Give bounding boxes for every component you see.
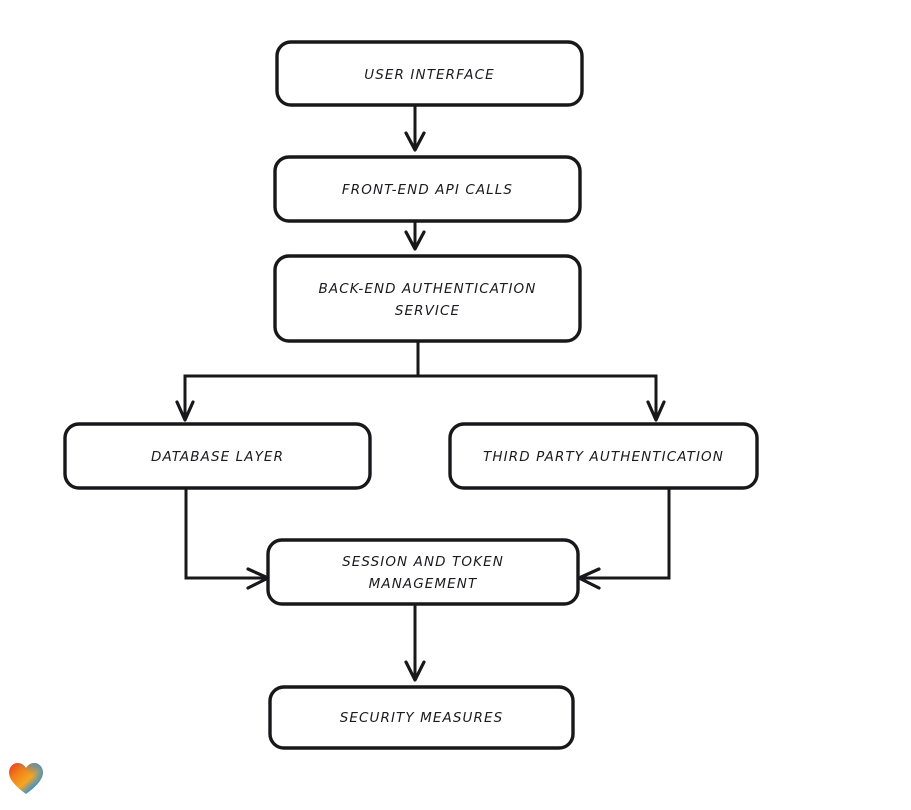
arrowhead-icon: [404, 230, 426, 251]
heart-shape-overlay: [9, 763, 43, 794]
node-label-back-end-auth-service-line2: SERVICE: [395, 303, 460, 319]
node-box-database-layer[interactable]: [63, 422, 372, 490]
node-back-end-auth-service[interactable]: BACK-END AUTHENTICATION SERVICE: [273, 254, 582, 343]
node-box-session-token-management[interactable]: [266, 538, 580, 606]
node-third-party-auth[interactable]: THIRD PARTY AUTHENTICATION: [448, 422, 759, 490]
arrowhead-icon: [175, 400, 195, 422]
edge-backend-branch: [183, 339, 658, 378]
edge-database-to-session: [184, 486, 270, 590]
node-label-session-token-management-line2: MANAGEMENT: [369, 576, 478, 592]
node-front-end-api-calls[interactable]: FRONT-END API CALLS: [273, 155, 582, 223]
node-security-measures[interactable]: SECURITY MEASURES: [268, 685, 575, 750]
edge-ui-to-api: [404, 103, 426, 152]
node-label-back-end-auth-service-line1: BACK-END AUTHENTICATION: [319, 281, 537, 297]
node-box-front-end-api-calls[interactable]: [273, 155, 582, 223]
edge-session-to-security: [404, 602, 426, 682]
node-label-front-end-api-calls: FRONT-END API CALLS: [342, 182, 513, 198]
node-box-back-end-auth-service[interactable]: [273, 254, 582, 343]
node-label-third-party-auth: THIRD PARTY AUTHENTICATION: [483, 449, 724, 465]
arrowhead-icon: [646, 400, 666, 422]
node-database-layer[interactable]: DATABASE LAYER: [63, 422, 372, 490]
edge-backend-to-thirdparty: [646, 374, 666, 422]
heart-icon: [9, 763, 43, 794]
node-user-interface[interactable]: USER INTERFACE: [275, 40, 584, 107]
edge-thirdparty-to-session: [577, 486, 671, 590]
node-label-session-token-management-line1: SESSION AND TOKEN: [342, 554, 504, 570]
edge-api-to-backend: [404, 219, 426, 251]
node-label-security-measures: SECURITY MEASURES: [340, 710, 504, 726]
edge-backend-to-database: [175, 374, 195, 422]
node-session-token-management[interactable]: SESSION AND TOKEN MANAGEMENT: [266, 538, 580, 606]
node-box-security-measures[interactable]: [268, 685, 575, 750]
arrowhead-icon: [404, 660, 426, 682]
arrowhead-icon: [404, 131, 426, 152]
node-label-database-layer: DATABASE LAYER: [151, 449, 284, 465]
node-box-user-interface[interactable]: [275, 40, 584, 107]
nodes-layer: USER INTERFACE FRONT-END API CALLS BACK-…: [63, 40, 759, 750]
node-box-third-party-auth[interactable]: [448, 422, 759, 490]
node-label-user-interface: USER INTERFACE: [364, 67, 494, 83]
